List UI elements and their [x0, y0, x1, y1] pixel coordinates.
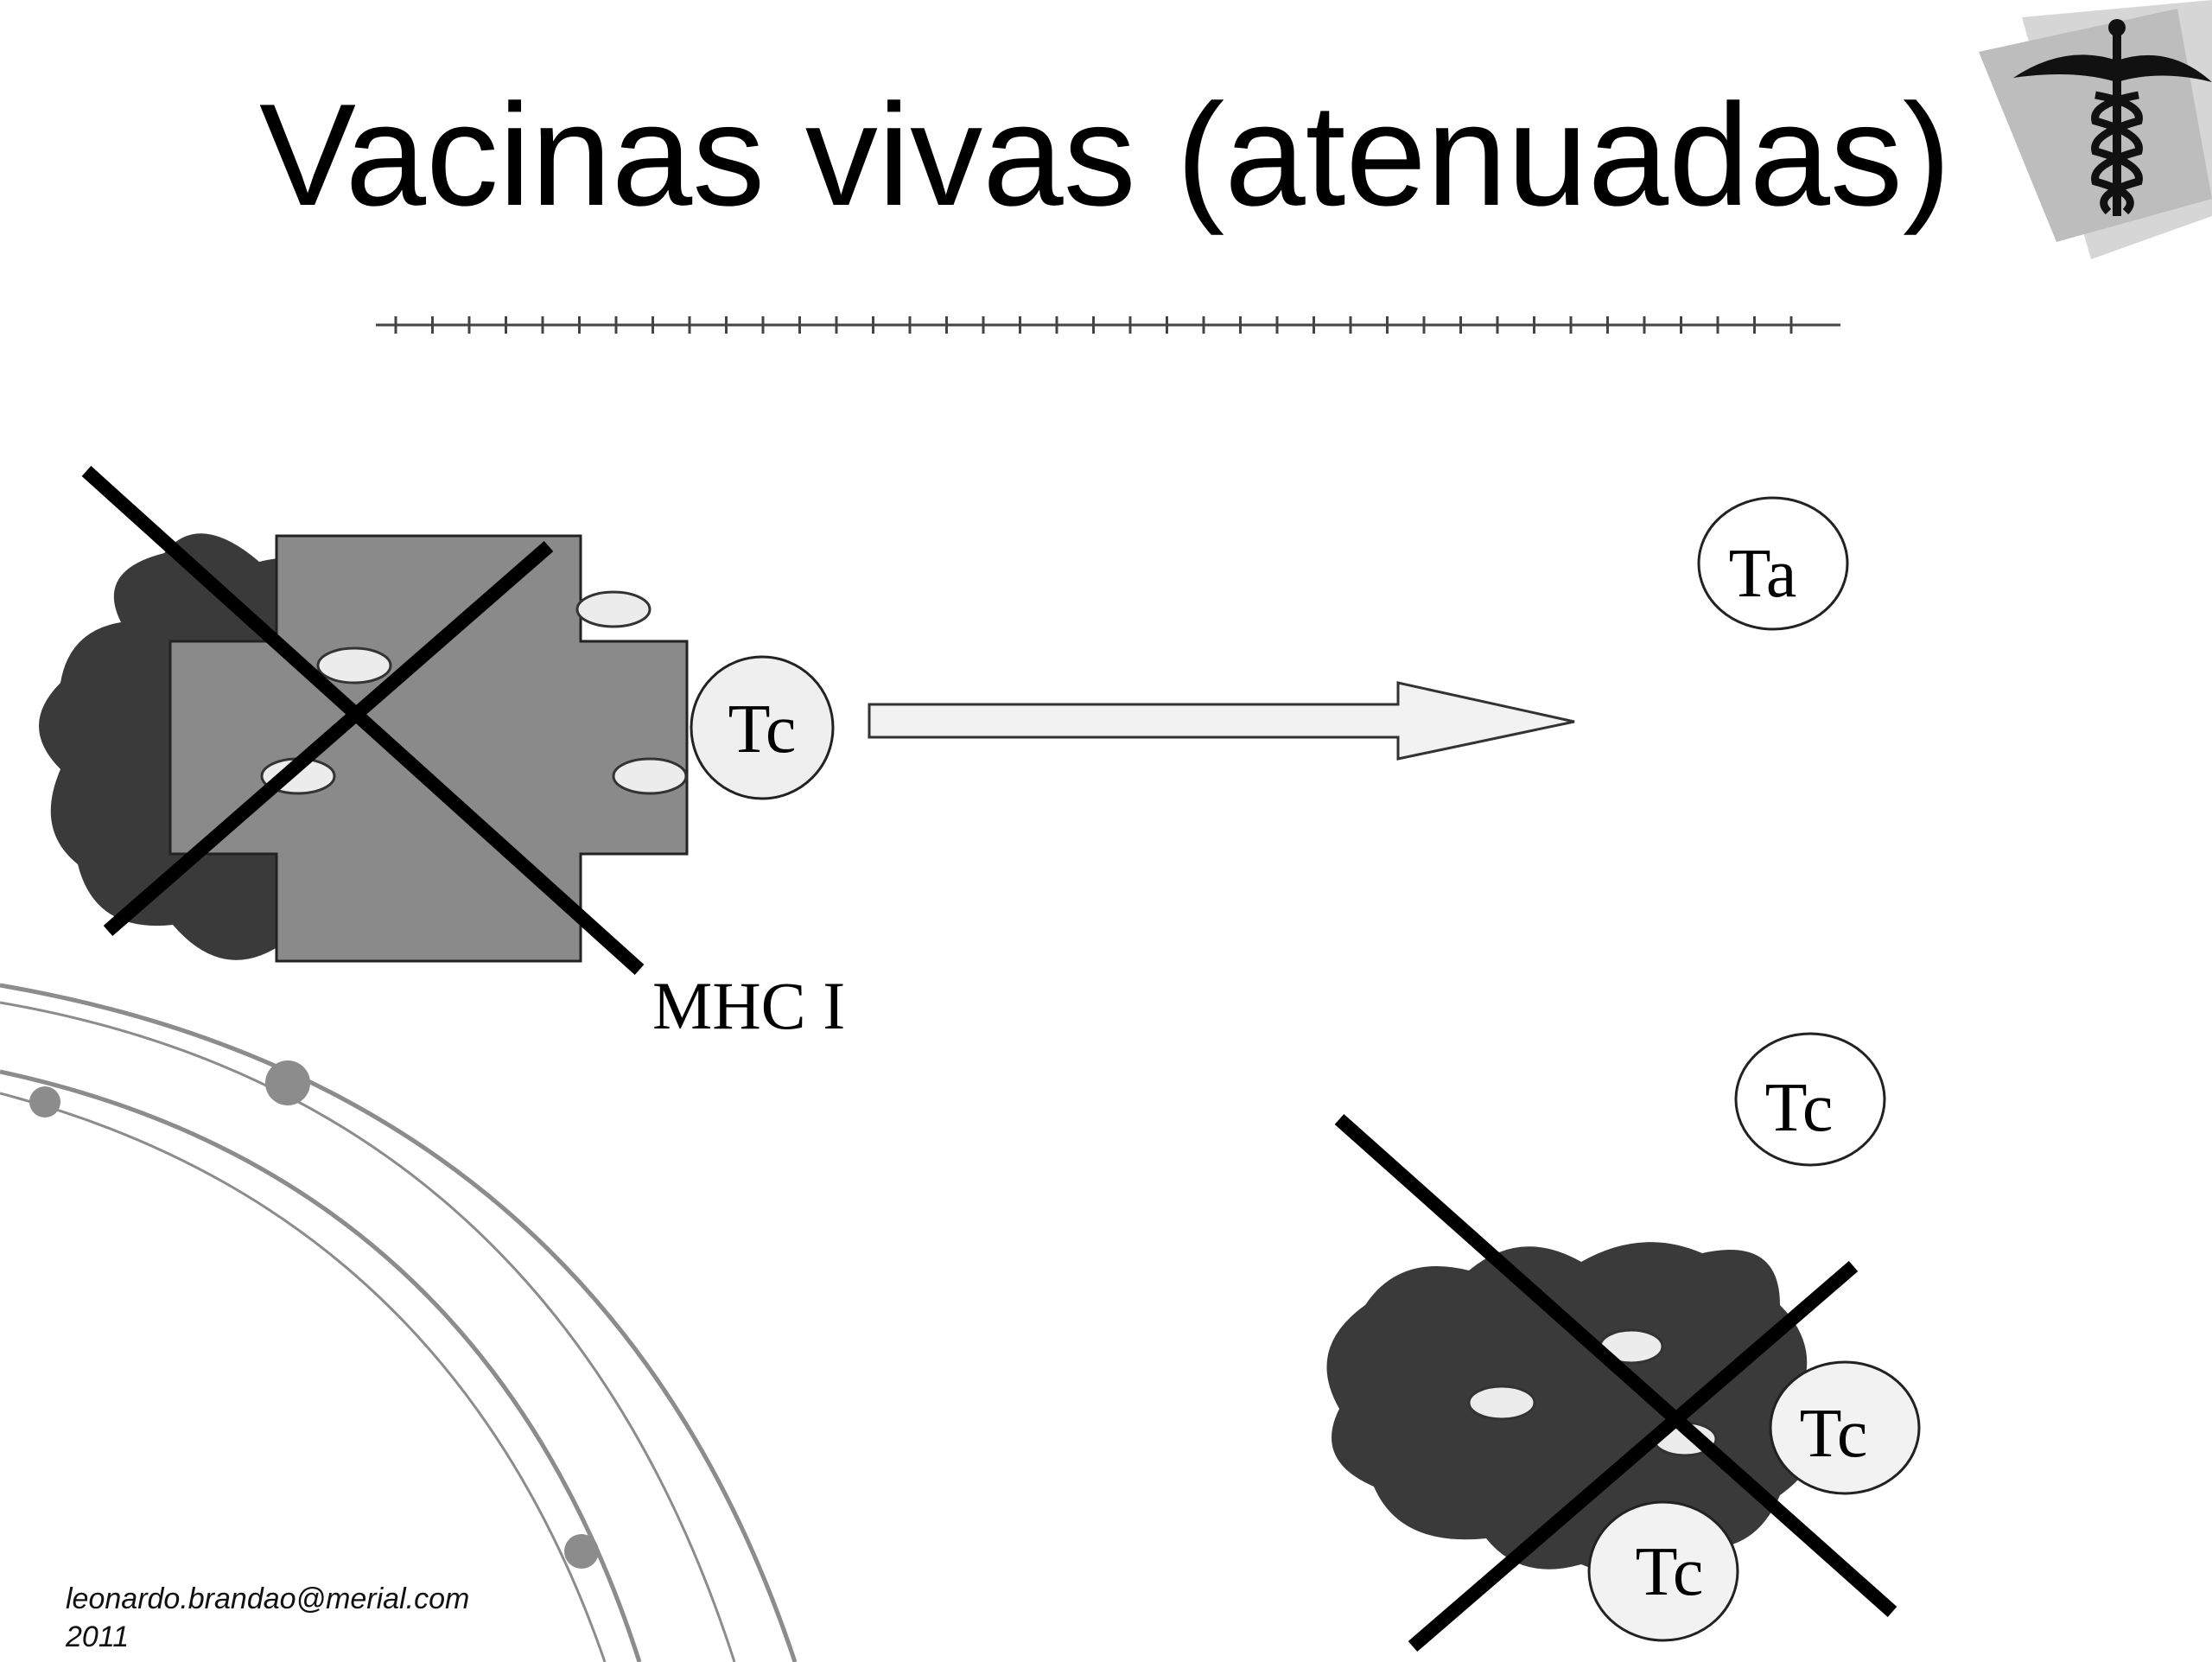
footer-year: 2011 [66, 1621, 130, 1653]
footer-email: leonardo.brandao@merial.com [66, 1582, 470, 1615]
arrow-right-icon [868, 681, 1575, 761]
svg-text:Ta: Ta [1729, 536, 1797, 612]
svg-text:Tc: Tc [1800, 1396, 1868, 1472]
decor-dot [265, 1060, 310, 1105]
infected-cell-bottom [1326, 1242, 1815, 1575]
decor-dot [29, 1086, 60, 1118]
footer: leonardo.brandao@merial.com 2011 [66, 1580, 469, 1656]
slide-title: Vacinas vivas (atenuadas) [259, 73, 1951, 236]
ta-cell: Ta [1697, 496, 1849, 631]
mhc-label: MHC I [652, 968, 845, 1043]
svg-text:Tc: Tc [1636, 1534, 1704, 1610]
title-divider [376, 316, 1840, 334]
decor-dot [564, 1534, 599, 1569]
svg-text:Tc: Tc [1765, 1070, 1834, 1146]
decorative-curves [0, 983, 798, 1662]
apc-shape [168, 534, 689, 963]
tc-cell-bottom-b: Tc [1587, 1500, 1739, 1642]
cross-mark-icon [81, 466, 645, 975]
tc-cell-bottom-a: Tc [1769, 1360, 1921, 1495]
svg-text:Tc: Tc [728, 691, 797, 767]
mhc-molecules [260, 590, 688, 795]
tc-cell-top: Tc [690, 655, 835, 800]
cross-mark-icon [1334, 1114, 1897, 1652]
tc-cell-right: Tc [1734, 1032, 1886, 1167]
caduceus-icon [1979, 0, 2212, 259]
